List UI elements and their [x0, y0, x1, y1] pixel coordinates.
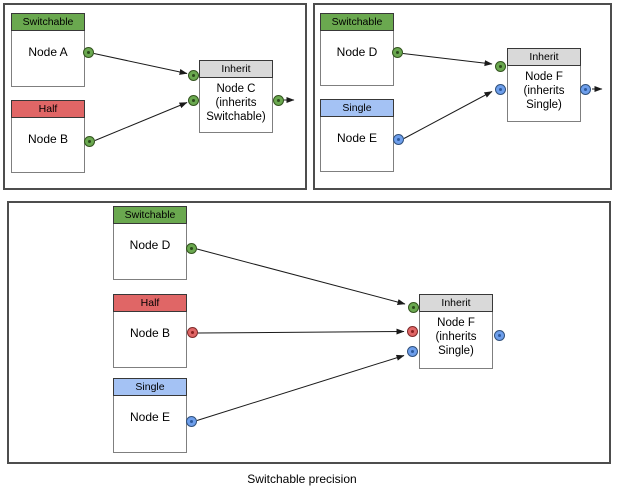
node-c-label-line3: Switchable): [206, 111, 266, 123]
node-d: Switchable Node D: [320, 13, 394, 86]
node-d-bottom-output-port: [186, 243, 197, 254]
node-f-bottom-label-line3: Single): [438, 345, 474, 357]
node-c-input-port-1: [188, 70, 199, 81]
node-f-input-port-2: [495, 84, 506, 95]
node-f-label-line3: Single): [526, 99, 562, 111]
node-f: Inherit Node F (inherits Single): [507, 48, 581, 122]
node-f-bottom-label-line1: Node F: [437, 317, 475, 329]
node-b-bottom-header: Half: [113, 294, 187, 312]
node-c-label-line2: (inherits: [215, 97, 257, 109]
node-c-output-port: [273, 95, 284, 106]
node-f-label-line1: Node F: [525, 71, 563, 83]
node-e-bottom-header: Single: [113, 378, 187, 396]
node-f-bottom-input-port-2: [407, 326, 418, 337]
node-b-label: Node B: [27, 132, 69, 146]
node-c-label: Node C (inherits Switchable): [200, 78, 272, 124]
node-d-label: Node D: [336, 45, 378, 59]
figure-caption: Switchable precision: [247, 472, 357, 486]
node-b-header: Half: [11, 100, 85, 118]
node-f-bottom-input-port-1: [408, 302, 419, 313]
node-a: Switchable Node A: [11, 13, 85, 87]
node-f-label-line2: (inherits: [523, 85, 565, 97]
node-e-bottom-label: Node E: [129, 410, 171, 424]
node-d-bottom-label: Node D: [129, 238, 171, 252]
node-e-bottom-output-port: [186, 416, 197, 427]
node-e-label: Node E: [336, 131, 378, 145]
node-d-bottom: Switchable Node D: [113, 206, 187, 280]
node-c-input-port-2: [188, 95, 199, 106]
node-b-output-port: [84, 136, 95, 147]
node-f-bottom-input-port-3: [407, 346, 418, 357]
node-a-output-port: [83, 47, 94, 58]
node-f-bottom: Inherit Node F (inherits Single): [419, 294, 493, 369]
node-f-bottom-label: Node F (inherits Single): [420, 312, 492, 358]
panel-bottom: [7, 201, 611, 464]
node-f-header: Inherit: [507, 48, 581, 66]
node-b-bottom-label: Node B: [129, 326, 171, 340]
node-f-output-port: [580, 84, 591, 95]
node-e-bottom: Single Node E: [113, 378, 187, 453]
node-a-label: Node A: [28, 45, 68, 59]
node-f-bottom-output-port: [494, 330, 505, 341]
node-b-bottom-output-port: [187, 327, 198, 338]
node-c-label-line1: Node C: [216, 83, 256, 95]
node-a-header: Switchable: [11, 13, 85, 31]
node-c-header: Inherit: [199, 60, 273, 78]
node-b: Half Node B: [11, 100, 85, 173]
node-e: Single Node E: [320, 99, 394, 172]
node-f-input-port-1: [495, 61, 506, 72]
node-f-bottom-label-line2: (inherits: [435, 331, 477, 343]
node-d-bottom-header: Switchable: [113, 206, 187, 224]
node-d-header: Switchable: [320, 13, 394, 31]
node-b-bottom: Half Node B: [113, 294, 187, 368]
node-e-header: Single: [320, 99, 394, 117]
node-c: Inherit Node C (inherits Switchable): [199, 60, 273, 133]
node-f-label: Node F (inherits Single): [508, 66, 580, 112]
node-e-output-port: [393, 134, 404, 145]
node-f-bottom-header: Inherit: [419, 294, 493, 312]
node-d-output-port: [392, 47, 403, 58]
